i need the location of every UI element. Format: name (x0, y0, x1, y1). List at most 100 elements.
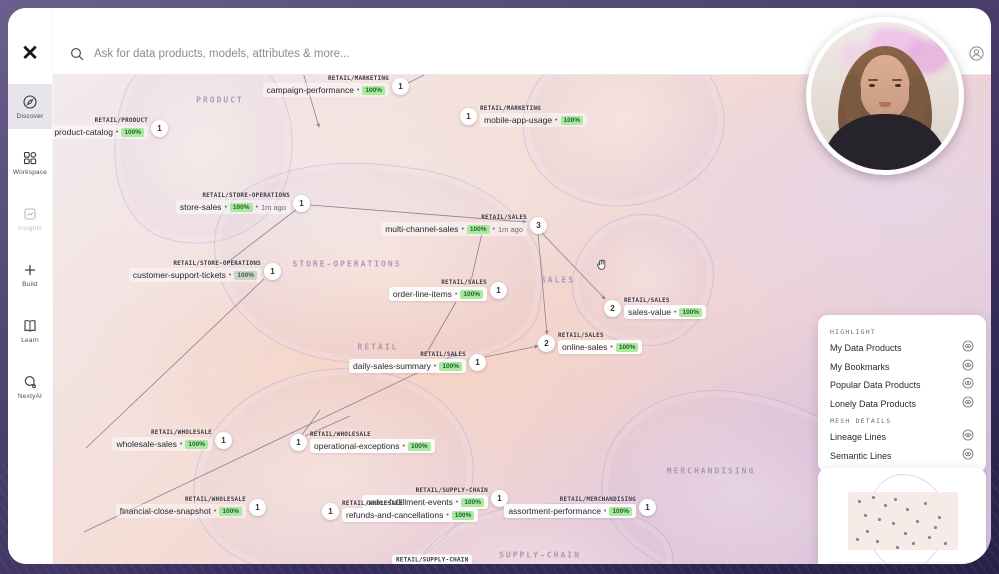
minimap-viewport[interactable] (848, 492, 958, 550)
quality-score-badge: 100% (185, 439, 208, 449)
node-count-badge[interactable]: 1 (392, 77, 409, 95)
quality-score-badge: 100% (234, 270, 257, 280)
app-logo[interactable]: ✕ (21, 42, 39, 65)
node-name: refunds-and-cancellations (346, 510, 444, 520)
node-count-badge[interactable]: 1 (490, 281, 507, 299)
node-domain-label: RETAIL/PRODUCT (94, 117, 148, 124)
separator-dot: • (179, 440, 183, 448)
node-count-badge[interactable]: 1 (215, 431, 232, 449)
minimap-node-dot (904, 532, 907, 535)
sidebar-item-discover[interactable]: Discover (8, 84, 52, 129)
separator-dot: • (356, 86, 360, 94)
node-domain-label: RETAIL/SALES (558, 332, 604, 339)
lineage-line (227, 208, 298, 263)
node-domain-label: RETAIL/STORE-OPERATIONS (173, 260, 261, 267)
panel-item-label: Lineage Lines (830, 432, 887, 443)
quality-score-badge: 100% (615, 342, 639, 352)
mesh-detail-item-semantic-lines[interactable]: Semantic Lines (830, 447, 974, 466)
mesh-settings-toggle[interactable]: Mesh Settings ⌄ (830, 562, 974, 564)
mesh-detail-item-lineage-lines[interactable]: Lineage Lines (830, 428, 974, 447)
node-count-badge[interactable]: 1 (293, 194, 310, 212)
minimap-node-dot (872, 496, 875, 499)
node-count-badge[interactable]: 2 (538, 334, 555, 352)
highlight-item-lonely-data-products[interactable]: Lonely Data Products (830, 395, 974, 414)
visibility-eye-icon[interactable] (962, 395, 974, 413)
highlight-item-popular-data-products[interactable]: Popular Data Products (830, 376, 974, 395)
node-name: financial-close-snapshot (119, 506, 211, 516)
minimap-node-dot (892, 522, 895, 525)
node-count-badge[interactable]: 1 (151, 119, 168, 137)
node-count-badge[interactable]: 1 (639, 498, 656, 516)
node-count-badge[interactable]: 1 (460, 107, 477, 125)
lineage-line (484, 344, 539, 358)
highlight-item-my-data-products[interactable]: My Data Products (830, 339, 974, 358)
node-domain-label: RETAIL/SALES (441, 279, 487, 286)
sidebar-item-build[interactable]: Build (8, 252, 52, 297)
minimap-card[interactable]: Mesh Settings ⌄ (818, 468, 986, 564)
minimap-node-dot (894, 498, 897, 501)
mesh-node-customer-support-tickets[interactable]: RETAIL/STORE-OPERATIONS customer-support-… (128, 260, 281, 282)
sidebar-item-nextyai[interactable]: NextyAI (8, 364, 52, 409)
lineage-line (85, 278, 265, 449)
quality-score-badge: 100% (466, 224, 490, 234)
node-name: customer-support-tickets (132, 270, 226, 280)
minimap-node-dot (916, 520, 919, 523)
node-domain-label: RETAIL/WHOLESALE (151, 429, 212, 436)
search-input[interactable] (92, 47, 636, 61)
panel-item-label: Lonely Data Products (830, 398, 917, 409)
node-name: multi-channel-sales (385, 224, 459, 234)
panel-item-label: My Bookmarks (830, 361, 890, 372)
node-count-badge[interactable]: 1 (264, 262, 281, 280)
node-count-badge[interactable]: 2 (604, 299, 621, 317)
separator-dot: • (492, 225, 495, 233)
visibility-eye-icon[interactable] (962, 339, 974, 357)
node-count-badge[interactable]: 1 (469, 353, 486, 371)
lineage-line (540, 231, 606, 300)
sidebar-item-insights[interactable]: Insights (8, 196, 52, 241)
visibility-eye-icon[interactable] (962, 447, 974, 465)
minimap-node-dot (934, 526, 937, 529)
minimap-node-dot (906, 508, 909, 511)
node-count-badge[interactable]: 1 (249, 498, 266, 516)
highlight-item-my-bookmarks[interactable]: My Bookmarks (830, 358, 974, 377)
panel-item-label: My Data Products (830, 343, 902, 354)
lineage-line (304, 415, 351, 437)
node-domain-label: RETAIL/SALES (624, 297, 670, 304)
separator-dot: • (461, 225, 464, 233)
quality-score-badge: 100% (451, 510, 475, 520)
node-count-badge[interactable]: 3 (530, 216, 547, 234)
node-count-badge[interactable]: 1 (322, 502, 339, 520)
node-count-badge[interactable]: 1 (491, 489, 508, 507)
visibility-eye-icon[interactable] (962, 428, 974, 446)
last-updated-label: 1m ago (260, 202, 286, 212)
visibility-eye-icon[interactable] (962, 376, 974, 394)
visibility-eye-icon[interactable] (962, 358, 974, 376)
account-icon[interactable] (969, 46, 984, 61)
sidebar-item-learn[interactable]: Learn (8, 308, 52, 353)
sidebar-item-label: NextyAI (17, 392, 43, 400)
node-count-badge[interactable]: 1 (290, 433, 307, 451)
quality-score-badge: 100% (609, 506, 632, 516)
minimap-node-dot (896, 546, 899, 549)
sidebar-item-workspace[interactable]: Workspace (8, 140, 52, 185)
quality-score-badge: 100% (439, 361, 462, 371)
mesh-node-retail-supply-chain[interactable]: RETAIL/SUPPLY-CHAIN (392, 554, 473, 564)
quality-score-badge: 100% (679, 307, 703, 317)
